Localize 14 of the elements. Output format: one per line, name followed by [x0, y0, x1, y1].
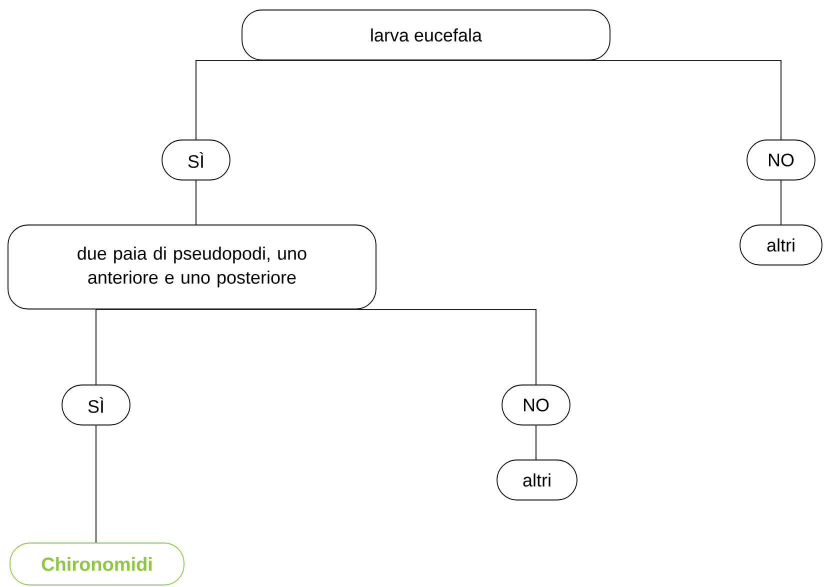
result-box: Chironomidi	[10, 542, 184, 586]
decision-box: due paia di pseudopodi, uno anteriore e uno posteriore	[8, 224, 376, 310]
decision-box: SÌ	[62, 384, 130, 426]
decision-box: NO	[502, 384, 570, 426]
decision-box: SÌ	[162, 140, 230, 180]
decision-box: altri	[740, 224, 822, 266]
decision-box: larva eucefala	[242, 10, 610, 60]
decision-box: NO	[746, 140, 816, 180]
connector-line	[780, 180, 782, 225]
connector-line	[426, 60, 782, 140]
connector-line	[96, 309, 192, 385]
decision-box: altri	[496, 460, 578, 500]
connector-line	[192, 309, 536, 385]
connector-line	[196, 60, 426, 140]
